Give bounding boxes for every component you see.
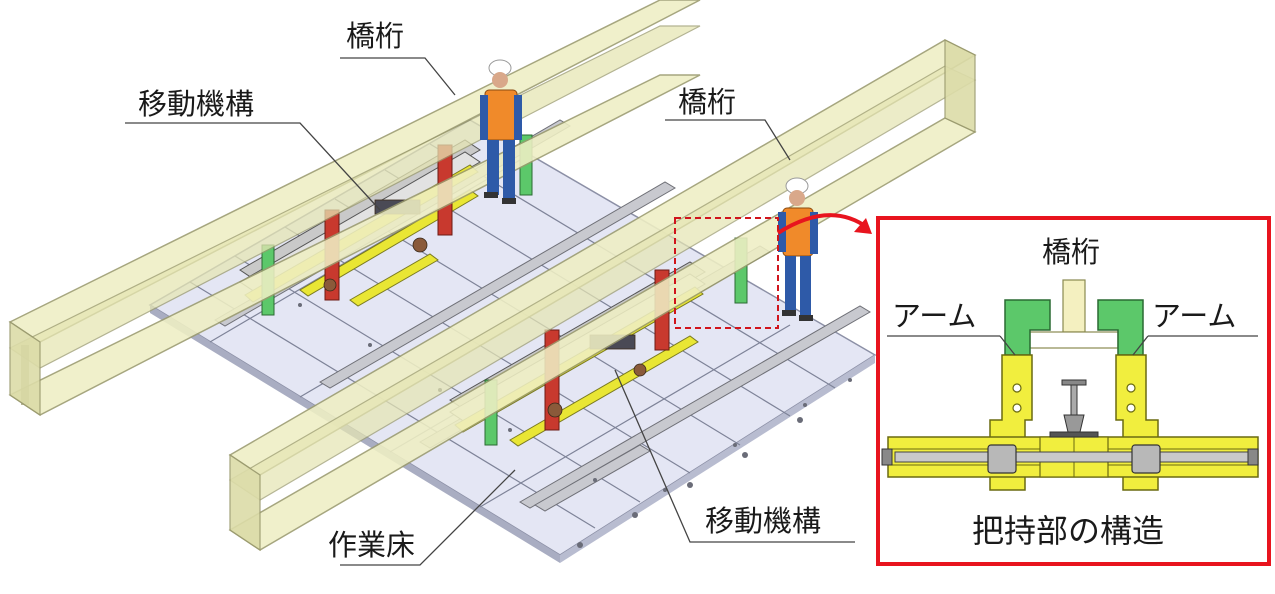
worker-left — [480, 59, 522, 204]
callout-dashed-box — [674, 217, 779, 329]
inset-panel — [876, 216, 1271, 566]
bridge-girder-top — [8, 0, 701, 417]
inset-label-girder: 橋桁 — [1042, 235, 1101, 269]
label-girder-top: 橋桁 — [346, 19, 405, 53]
inset-label-arm-right: アーム — [1152, 299, 1237, 333]
inset-label-arm-left: アーム — [892, 299, 977, 333]
callout-arrow — [776, 213, 870, 235]
leader-lines — [125, 57, 855, 566]
label-moving-mechanism-bottom: 移動機構 — [705, 504, 822, 538]
label-moving-mechanism-left: 移動機構 — [138, 87, 255, 121]
callout-arrowhead — [854, 218, 872, 234]
label-girder-right: 橋桁 — [678, 85, 737, 119]
inset-caption: 把持部の構造 — [972, 512, 1165, 550]
label-work-floor: 作業床 — [328, 528, 416, 562]
